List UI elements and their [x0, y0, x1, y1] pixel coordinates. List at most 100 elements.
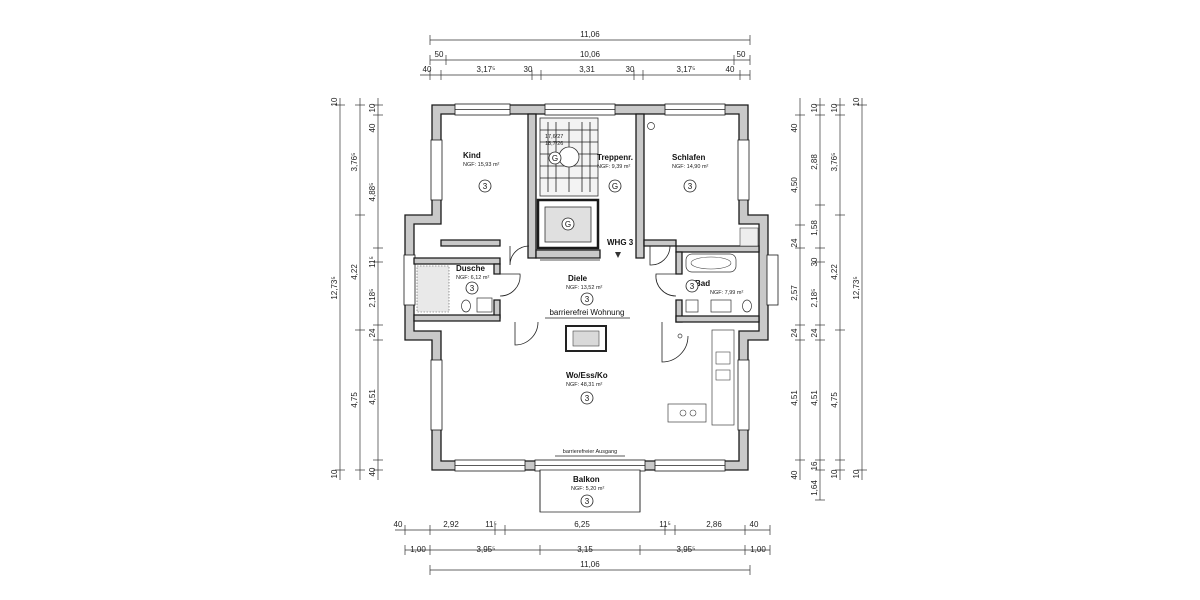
room-name: Balkon	[573, 475, 600, 484]
dim-bottom-row1: 2,92	[443, 520, 459, 529]
dim-right-mid: 30	[810, 257, 819, 266]
dim-right-mid: 10	[810, 103, 819, 112]
dim-left-outer: 10	[330, 97, 339, 106]
doors	[499, 245, 689, 363]
dim-bottom-row1: 11⁵	[485, 520, 497, 529]
room-marker-circle	[580, 494, 594, 508]
room-name: Diele	[568, 274, 588, 283]
kitchen-sink	[715, 351, 731, 365]
kitchen-island	[667, 403, 707, 423]
dim-left-mid: 4,22	[350, 264, 359, 280]
room-marker-circle	[465, 281, 479, 295]
lift-marker: G	[565, 220, 571, 229]
washbasin	[710, 299, 732, 313]
room-marker: 3	[470, 284, 475, 293]
shower-tray	[416, 265, 450, 313]
bottom-dimensions: 40 2,92 11⁵ 6,25 11⁵ 2,86 40 1,00 3,95⁵ …	[394, 520, 771, 575]
dim-top-row3: 30	[626, 65, 635, 74]
right-dimensions: 40 4,50 24 2,57 24 4,51 40 10 2,88 1,58 …	[790, 97, 867, 501]
room-name: Bad	[695, 279, 710, 288]
dim-left-inner: 40	[368, 123, 377, 132]
dim-bottom-row2: 1,00	[410, 545, 426, 554]
dim-left-inner: 11⁵	[368, 256, 377, 268]
dim-left-inner: 40	[368, 467, 377, 476]
room-area: NGF: 5,20 m²	[571, 486, 604, 492]
dim-right-outer2: 10	[852, 469, 861, 478]
room-schlafen: Schlafen NGF: 14,90 m² 3	[672, 153, 709, 193]
dim-right-inner: 4,51	[790, 390, 799, 406]
walls	[403, 103, 779, 472]
dim-bottom-row2: 1,00	[750, 545, 766, 554]
dim-right-mid: 1,58	[810, 220, 819, 236]
dim-left-outer: 12,73⁵	[330, 276, 339, 299]
dim-left-inner: 4,51	[368, 389, 377, 405]
hall-lift-platform	[565, 325, 607, 352]
room-marker: 3	[585, 295, 590, 304]
room-area: NGF: 13,52 m²	[566, 285, 603, 291]
toilet	[742, 299, 752, 313]
washbasin	[476, 297, 493, 313]
room-name: Treppenr.	[597, 153, 633, 162]
dim-right-outer1: 3,76⁵	[830, 153, 839, 172]
unit-label: WHG 3	[607, 238, 634, 247]
accessible-flat-label: barrierefrei Wohnung	[549, 308, 624, 317]
dim-right-outer1: 4,22	[830, 264, 839, 280]
room-marker: 3	[688, 182, 693, 191]
stair-step-label: 18,7/26	[545, 141, 563, 147]
room-area: NGF: 14,90 m²	[672, 164, 709, 170]
dim-right-inner: 40	[790, 470, 799, 479]
dim-right-outer2: 12,73⁵	[852, 276, 861, 299]
stair-marker: G	[552, 154, 558, 163]
room-dusche: Dusche NGF: 6,12 m² 3	[456, 264, 489, 295]
room-area: NGF: 7,99 m²	[710, 290, 743, 296]
dim-right-inner: 24	[790, 328, 799, 337]
cooktop	[715, 369, 731, 381]
dim-bottom-row2: 3,95⁵	[477, 545, 496, 554]
room-area: NGF: 6,12 m²	[456, 275, 489, 281]
dim-left-outer: 10	[330, 469, 339, 478]
room-marker-circle	[580, 292, 594, 306]
dim-top-row3: 3,31	[579, 65, 595, 74]
bad-shower	[739, 227, 759, 247]
room-marker: 3	[585, 497, 590, 506]
fixtures	[416, 122, 759, 426]
dim-bottom-row1: 40	[394, 520, 403, 529]
dim-right-outer1: 10	[830, 103, 839, 112]
dim-top-row3: 40	[726, 65, 735, 74]
room-treppenraum: Treppenr. NGF: 9,39 m² G	[597, 153, 633, 193]
dim-right-mid: 2,18⁵	[810, 289, 819, 308]
room-marker-circle	[683, 179, 697, 193]
stair-step-label: 17,6/27	[545, 134, 563, 140]
dim-right-mid: 2,88	[810, 154, 819, 170]
dim-right-inner: 40	[790, 123, 799, 132]
dim-left-inner: 10	[368, 103, 377, 112]
dim-bottom-total: 11,06	[580, 560, 600, 569]
dim-left-mid: 3,76⁵	[350, 153, 359, 172]
stair-marker-circle	[548, 151, 562, 165]
room-marker: 3	[585, 394, 590, 403]
dim-top-total: 11,06	[580, 30, 600, 39]
dim-right-inner: 24	[790, 238, 799, 247]
pipe-shaft	[647, 122, 655, 130]
dim-top-row3: 30	[524, 65, 533, 74]
dim-left-mid: 4,75	[350, 392, 359, 408]
lift-marker-circle	[561, 217, 575, 231]
dim-left-inner: 4,88⁵	[368, 183, 377, 202]
dim-top-row3: 3,17⁵	[677, 65, 696, 74]
dim-bottom-row1: 11⁵	[659, 520, 671, 529]
dim-right-outer2: 10	[852, 97, 861, 106]
room-balkon: Balkon NGF: 5,20 m² 3	[571, 475, 604, 508]
dim-right-outer1: 10	[830, 469, 839, 478]
dim-right-inner: 4,50	[790, 177, 799, 193]
staircase: 17,6/27 18,7/26 G	[539, 117, 599, 197]
dim-right-mid: 4,51	[810, 390, 819, 406]
room-name: Schlafen	[672, 153, 705, 162]
room-marker: 3	[483, 182, 488, 191]
room-marker-circle	[608, 179, 622, 193]
room-marker-circle	[478, 179, 492, 193]
washbasin	[685, 299, 699, 313]
dim-bottom-row1: 40	[750, 520, 759, 529]
dim-right-mid: 16	[810, 461, 819, 470]
room-name: Kind	[463, 151, 481, 160]
dim-right-mid: 24	[810, 328, 819, 337]
